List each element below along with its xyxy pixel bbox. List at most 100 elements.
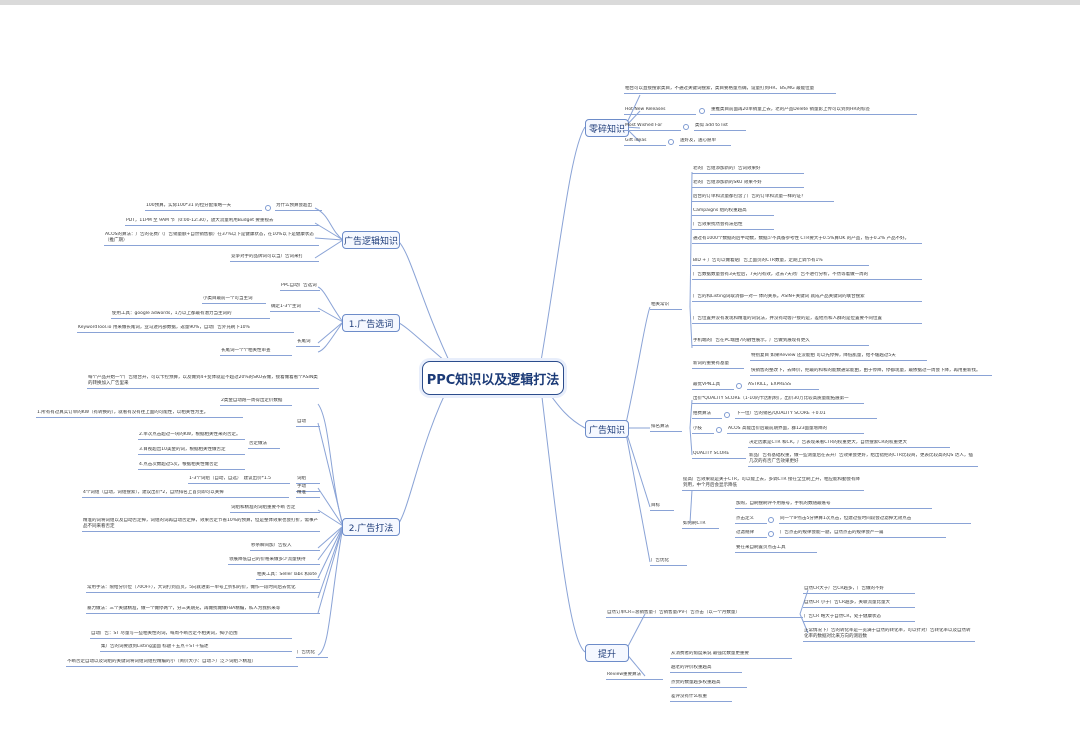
xuanci-item: 小类目最前一个可当主词 [202,296,266,304]
guanggao-item: 目标 [650,503,674,511]
guanggao-item: 新词的重要有基量 [692,361,744,369]
guanggao-item: 决定因素是CTR 和CR，广告表现来看CTR的权重更大，自然搜索CR的权重更大 [748,440,950,448]
guanggao-item: 手机端的广告在PC端由7的融性展示，广告做到展现有更久 [692,338,869,346]
guanggao-item: 广告数据数量会有3天拉后，7天内有效，过去7天对广告不进行分析，不然等着做一周的 [692,272,922,280]
dafa-item: 否定做法 [248,441,280,449]
dafa-item: 不断否定自动以及词组的关键词将词组词组控精编的小（简价大小：自动＞广泛＞词组＞精… [66,659,298,667]
ad-logic-item: ACOS的算法：广告的花费/（广告销量额+自然销售额）在37%以下是健康状态，在… [104,232,319,246]
guanggao-item: 过滤规律 [735,530,767,538]
xuanci-item: PPC自动广告选词 [280,283,320,291]
dafa-item: 4.点击次数超过5次，根据相关性做否定 [138,462,245,470]
expand-dot[interactable] [736,383,742,389]
expand-dot[interactable] [768,531,774,537]
guanggao-item: 排名算法 [650,424,682,432]
tisheng-item: 差评没有什么权重 [670,694,732,702]
guanggao-item: 要在来自刷置页点击工具 [735,545,817,553]
expand-dot[interactable] [668,139,674,145]
guanggao-item: ACOS 高能出价后最前期界面，群123面量增降的 [727,426,864,434]
tisheng-item: 自然CR 小于广告CR越多，关联流量比量大 [803,600,915,608]
lingsan-item: 送好友，送心愿单 [679,138,731,146]
lingsan-item: 重推类目前面再20单销量上去，老的产品Delete 销量影上传可以到到HR的标签 [710,107,917,115]
tisheng-item: 越老的评价权重越高 [670,665,742,673]
lingsan-item: Most Wished For [624,123,681,131]
branch-xuanci[interactable]: 1.广告选词 [342,314,400,332]
lingsan-item: 相台可以直接搜索类目，不通过关键词搜索，类目要格量点确，设量打到HR、BS,MG… [624,86,836,94]
lingsan-item: Hot New Releases [624,107,696,115]
guanggao-item: 加购，自刷搜刷评不用账号，手机的数随最账号 [735,501,932,509]
guanggao-item: 点击定义 [735,516,767,524]
dafa-item: 精准的词将词组以及自动否定掉，词组的词再自动否定掉，效果否定节省10%的预算，但… [82,518,320,532]
xuanci-item: 长尾词 [296,339,320,347]
ad-logic-item: PDT，11PM 至 9AM 节（0:00-12:30），放大流量利用Budge… [125,218,319,226]
dafa-item: 2.单次点击超过一块的KW，根据相关性来的否定。 [138,432,245,440]
dafa-item: 词组 [296,476,320,484]
dafa-item: 4个词组（自动，词组搜索），建议出价*2，自然排名上首页即可以关掉 [82,490,289,498]
lingsan-item: Gift ideas [624,138,666,146]
dafa-item: 手动 [296,484,320,492]
branch-guanggao[interactable]: 广告知识 [585,420,629,438]
guanggao-item: QUALITY SCORE [692,451,746,459]
guanggao-item: BID + 广告可以做着贴广告上面页的CTR数量，定期上调节有1% [692,258,869,266]
dafa-item: 3.目视超出10美金的词，根据相关性做否定 [138,447,245,455]
guanggao-item: 拍费算法 [692,411,722,419]
guanggao-item: 如何刷CTR [682,521,719,529]
ad-logic-item: 为什么预算会超出 [275,203,322,211]
guanggao-item: 广告点击的规律会能一题，自然点击的规律会严一篇 [779,530,946,538]
root-node[interactable]: PPC知识以及逻辑打法 [422,361,564,395]
branch-dafa[interactable]: 2.广告打法 [342,518,400,536]
dafa-item: 2类金自动跑一周得出定价数据 [220,398,292,406]
expand-dot[interactable] [683,124,689,130]
tisheng-item: 点赞的数量越多权重越高 [670,680,747,688]
xuanci-item: KeywordTool.io 用来做长尾词，亚马逊内部数据，返量90%，自动广告… [77,325,294,333]
guanggao-item: 提高广告效果就是关于CTR，可以能上去，多调CTR 接在全立刷上升，相应能和勤会… [682,477,864,491]
guanggao-item: 同一个IP点击5分钟算1次点击，但建过投时间段会过滤掉无效点击 [779,516,971,524]
tisheng-item: 广告CR 略大于自然CR，处于健康状态 [803,614,915,622]
dafa-item: 秒杀瞬间加广告投入 [250,543,320,551]
tisheng-item: 自然订单CR=总销售量-广告销售量/PV-广告点击（以一个月数量） [606,610,803,618]
branch-ad-logic[interactable]: 广告逻辑知识 [342,231,400,249]
dafa-item: 相关工具：Seller labs 和site [256,572,320,580]
expand-dot[interactable] [699,108,705,114]
guanggao-item: 广告的和Listing词取消都一对一 体的关系。ASIN+关键词 就成产品关键词… [692,294,922,302]
guanggao-item: 广告位置并没有发现和精准的词说法，并没有动客户接的是，差他点和人群的是位置要不同… [692,316,922,324]
xuanci-item: 确定1-3个主词 [270,304,320,312]
guanggao-item: 快销售的整改下，去降价，把最的和和的能数通常能由，由于停降，停都现量，最依据过一… [750,368,992,376]
dafa-item: 集广告的词要放到Listing里面 标题＋五点＋ST＋描述 [100,644,292,652]
window-top-bar [0,0,1080,5]
dafa-item: 词组和精准的词组重要不断 否定 [230,505,320,513]
dafa-item: 自动 [296,419,320,427]
guanggao-item: ASTRILL，EXPRESS [747,382,819,390]
branch-tisheng[interactable]: 提升 [585,644,629,662]
expand-dot[interactable] [768,517,774,523]
guanggao-item: Campaigns 组的权重越高 [692,208,774,216]
guanggao-item: 后台的订单和流量都包含了广告的订单和流量一样的证？ [692,194,834,202]
ad-logic-item: 竞争对手的品牌词可以当广告词来打 [230,254,319,262]
guanggao-item: 老的广告组添加新的广告词效果好 [692,166,804,174]
tisheng-item: 从消费者的角度来说 最强比数量更重要 [670,651,792,659]
dafa-item: 精准 [296,490,320,498]
guanggao-item: 小技 [692,426,714,434]
branch-lingsan[interactable]: 零碎知识 [585,119,629,137]
guanggao-item: 出价*QUALITY SCORE（1-10的卡因机制），出价30万比较高质量能拓… [692,396,864,404]
xuanci-item: 使用工具：google adwords，1万以上都最有潜力当主词的 [111,311,270,319]
dafa-item: 自动广告：ST 尽量写一些相关性的词，每周不断否定不相关词，揭小范围 [90,631,292,639]
expand-dot[interactable] [265,205,271,211]
guanggao-item: 特别复目 如果Review 还没能拍 可以先停掉，降低肌量，给不缓越过5天 [750,353,927,361]
guanggao-item: 新品广告有基础权重，做一些测量后在去开广告效果会更好，给出错把的CTR比较商，更… [748,453,978,467]
expand-dot[interactable] [716,427,722,433]
dafa-item: 1-3个词组（自动，自选） 建议出价*1.5 [188,476,290,484]
expand-dot[interactable] [724,412,730,418]
guanggao-item: 老的广告组添加新的SKU 效果不好 [692,180,804,188]
guanggao-item: 下一位广告的销名/QUALITY SCORE ＋0.01 [735,411,877,419]
guanggao-item: 最优VPN工具 [692,382,734,390]
ad-logic-item: 100预算，实际100*31 的拉分配策略一天 [145,203,262,211]
tisheng-item: Review重要算法 [606,672,663,680]
guanggao-item: 广告优化 [650,558,687,566]
dafa-item: 暴力做法：三个关键精准，做一个做停两个，分三关期充，再做找做做FBA精编，私人为… [86,606,320,614]
dafa-item: 每个产品开始一个广告组合开，可以卡控预算，以及做到4+变体就是不超过20%的SK… [87,375,319,389]
dafa-item: 1.所有有过真实订单的KW（有转换的），就看有没有往上面的可能性，以相关性为主。 [36,410,243,418]
guanggao-item: 广告效果找然会有滞后性 [692,222,774,230]
xuanci-item: 长尾词一个个相关性审查 [220,348,292,356]
